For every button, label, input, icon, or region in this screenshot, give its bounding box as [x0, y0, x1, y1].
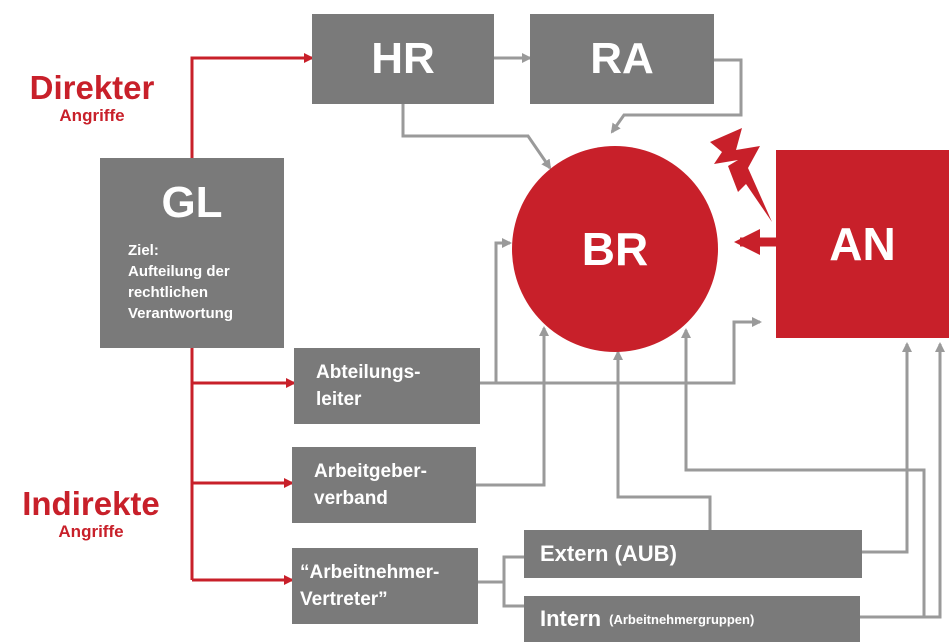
- hr-to-br-connector: [401, 104, 552, 170]
- arbeitnehmervertreter-to-extern-connector: [478, 555, 524, 584]
- abteilungsleiter-node: Abteilungs- leiter: [294, 348, 480, 424]
- intern-to-an-connector: [924, 342, 945, 619]
- gl-to-hr-connector: [190, 53, 314, 158]
- indirect-attacks-subtitle: Angriffe: [58, 522, 124, 541]
- extern-to-br-connector: [613, 350, 712, 530]
- indirect-attacks-title: Indirekte: [22, 485, 160, 522]
- extern-label: Extern (AUB): [540, 541, 677, 566]
- intern-label: Intern: [540, 606, 602, 631]
- intern-to-br-connector: [681, 328, 926, 619]
- direct-attacks-label: Direkter Angriffe: [22, 70, 162, 126]
- abteilungsleiter-to-an-connector: [496, 317, 762, 385]
- arbeitnehmervertreter-node: “Arbeitnehmer- Vertreter”: [292, 548, 478, 624]
- intern-node: Intern (Arbeitnehmergruppen): [524, 596, 860, 642]
- gl-label: GL: [161, 178, 223, 227]
- arbeitgeberverband-to-br-connector: [476, 326, 549, 487]
- an-node: AN: [776, 150, 949, 338]
- gl-goal-text: Ziel: Aufteilung der rechtlichen Verantw…: [128, 242, 234, 322]
- extern-node: Extern (AUB): [524, 530, 862, 578]
- abteilungsleiter-to-br-connector: [480, 238, 512, 385]
- extern-to-an-connector: [862, 342, 912, 554]
- arbeitnehmervertreter-to-intern-connector: [502, 582, 524, 608]
- lightning-bolt-icon: [710, 128, 772, 222]
- direct-attacks-subtitle: Angriffe: [59, 106, 125, 125]
- intern-sublabel: (Arbeitnehmergruppen): [609, 611, 755, 627]
- ra-to-br-connector: [610, 58, 743, 134]
- br-node: BR: [512, 146, 718, 352]
- gl-node: GL Ziel: Aufteilung der rechtlichen Vera…: [100, 158, 284, 348]
- indirect-attacks-label: Indirekte Angriffe: [6, 486, 176, 542]
- direct-attacks-title: Direkter: [29, 69, 155, 106]
- hr-node: HR: [312, 14, 494, 104]
- ra-node: RA: [530, 14, 714, 104]
- arbeitgeberverband-node: Arbeitgeber- verband: [292, 447, 476, 523]
